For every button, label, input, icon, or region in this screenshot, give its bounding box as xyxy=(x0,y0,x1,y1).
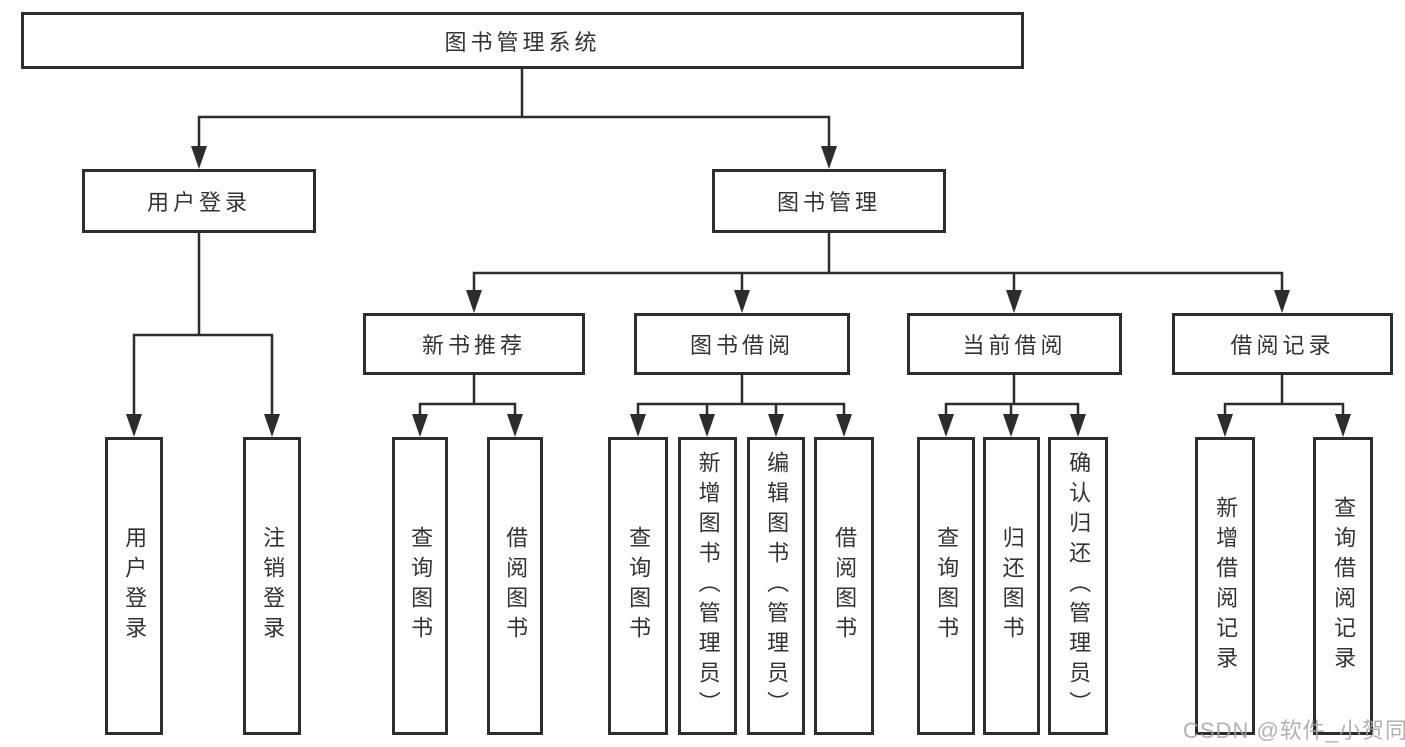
leaf-search-borrow-record: 查询借阅记录 xyxy=(1313,437,1373,735)
node-borrowing-records: 借阅记录 xyxy=(1172,313,1393,375)
node-new-book-recommendation: 新书推荐 xyxy=(363,313,585,375)
leaf-logout: 注销登录 xyxy=(243,437,301,735)
node-book-borrowing: 图书借阅 xyxy=(634,313,850,375)
leaf-search-books-current: 查询图书 xyxy=(917,437,975,735)
leaf-logout-label: 注销登录 xyxy=(260,526,286,646)
leaf-search-borrow-record-label: 查询借阅记录 xyxy=(1331,496,1357,676)
leaf-add-borrow-record: 新增借阅记录 xyxy=(1195,437,1255,735)
leaf-add-book-admin-label: 新增图书（管理员） xyxy=(695,451,721,721)
node-library-system: 图书管理系统 xyxy=(21,12,1024,69)
leaf-borrow-books-borrowing: 借阅图书 xyxy=(814,437,874,735)
leaf-return-books-label: 归还图书 xyxy=(999,526,1025,646)
leaf-borrow-books-recommend: 借阅图书 xyxy=(487,437,543,735)
leaf-search-books-borrowing: 查询图书 xyxy=(608,437,668,735)
leaf-edit-book-admin: 编辑图书（管理员） xyxy=(747,437,805,735)
leaf-user-login-label: 用户登录 xyxy=(122,526,148,646)
leaf-search-books-current-label: 查询图书 xyxy=(934,526,960,646)
leaf-search-books-recommend: 查询图书 xyxy=(392,437,448,735)
leaf-search-books-borrowing-label: 查询图书 xyxy=(626,526,652,646)
leaf-confirm-return-admin-label: 确认归还（管理员） xyxy=(1066,451,1092,721)
leaf-add-book-admin: 新增图书（管理员） xyxy=(678,437,737,735)
leaf-return-books: 归还图书 xyxy=(983,437,1040,735)
leaf-add-borrow-record-label: 新增借阅记录 xyxy=(1213,496,1239,676)
leaf-confirm-return-admin: 确认归还（管理员） xyxy=(1048,437,1108,735)
leaf-edit-book-admin-label: 编辑图书（管理员） xyxy=(764,451,790,721)
leaf-borrow-books-borrowing-label: 借阅图书 xyxy=(832,526,858,646)
leaf-user-login: 用户登录 xyxy=(105,437,163,735)
node-book-management: 图书管理 xyxy=(712,169,946,233)
node-user-login: 用户登录 xyxy=(82,169,316,233)
leaf-borrow-books-recommend-label: 借阅图书 xyxy=(503,526,529,646)
leaf-search-books-recommend-label: 查询图书 xyxy=(408,526,434,646)
node-current-borrowing: 当前借阅 xyxy=(907,313,1122,375)
csdn-watermark: CSDN @软件_小贺同学 xyxy=(1183,718,1405,743)
